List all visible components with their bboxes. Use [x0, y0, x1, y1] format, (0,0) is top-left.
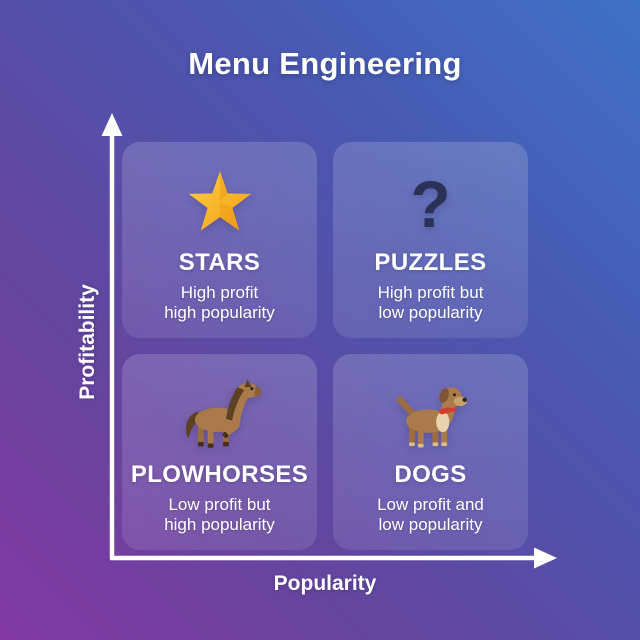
question-mark-icon: ? [410, 166, 450, 242]
quadrant-plowhorses: PLOWHORSES Low profit but high popularit… [122, 354, 317, 550]
quadrant-title: PUZZLES [374, 249, 487, 276]
quadrant-subtitle-line2: high popularity [164, 303, 275, 322]
x-axis-arrow [110, 547, 557, 569]
quadrant-subtitle-line1: Low profit but [168, 495, 271, 514]
quadrant-subtitle-line2: low popularity [378, 515, 483, 534]
quadrant-subtitle-line2: low popularity [378, 303, 483, 322]
horse-icon [174, 378, 266, 454]
y-axis-label: Profitability [76, 284, 99, 400]
quadrant-stars: STARS High profit high popularity [122, 142, 317, 338]
question-mark-glyph: ? [410, 166, 451, 241]
quadrant-puzzles: ? PUZZLES High profit but low popularity [333, 142, 528, 338]
quadrant-dogs: DOGS Low profit and low popularity [333, 354, 528, 550]
quadrant-subtitle-line1: High profit [180, 283, 259, 302]
dog-icon [387, 378, 475, 454]
quadrant-title: STARS [178, 249, 261, 276]
page-title: Menu Engineering [188, 46, 462, 81]
quadrant-subtitle-line1: High profit but [377, 283, 484, 302]
x-axis-label: Popularity [273, 572, 377, 595]
quadrant-title: PLOWHORSES [130, 461, 309, 488]
quadrant-title: DOGS [394, 461, 467, 488]
quadrant-grid: STARS High profit high popularity ? PUZZ… [122, 142, 528, 550]
star-icon [185, 166, 255, 242]
quadrant-subtitle-line1: Low profit and [377, 495, 484, 514]
y-axis-arrow [101, 113, 123, 559]
quadrant-subtitle-line2: high popularity [164, 515, 275, 534]
